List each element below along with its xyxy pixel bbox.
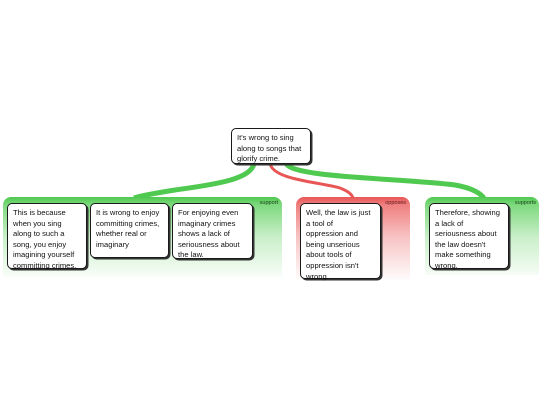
- link-support-right: [283, 161, 486, 200]
- rebuttal-card[interactable]: Therefore, showing a lack of seriousness…: [429, 203, 509, 270]
- premise-card-3[interactable]: For enjoying even imaginary crimes shows…: [172, 203, 253, 259]
- support-label: support: [259, 200, 278, 206]
- premise-card-2[interactable]: It is wrong to enjoy committing crimes, …: [90, 203, 169, 258]
- premise-card-1[interactable]: This is because when you sing along to s…: [7, 203, 87, 270]
- supports-label: supports: [514, 200, 536, 206]
- link-support-left: [133, 162, 257, 201]
- root-claim-card[interactable]: It's wrong to sing along to songs that g…: [231, 128, 311, 164]
- link-oppose: [268, 162, 355, 199]
- objection-card[interactable]: Well, the law is just a tool of oppressi…: [300, 203, 381, 281]
- oppose-label: opposes: [385, 200, 406, 206]
